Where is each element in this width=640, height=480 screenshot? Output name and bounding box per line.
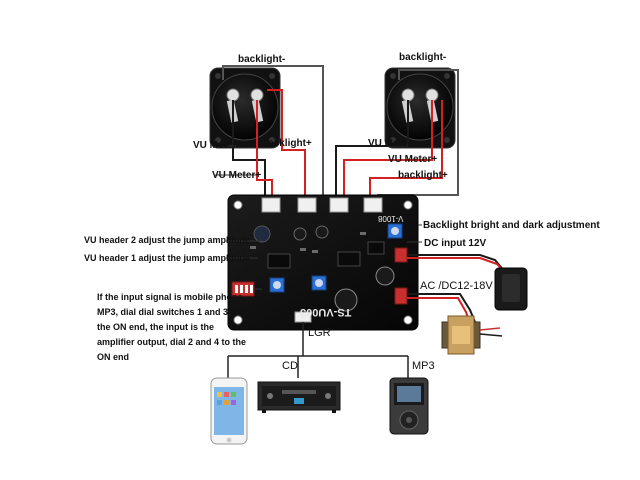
- pcb-model-label: TS-VU003: [300, 306, 352, 318]
- label-backlight-adjust: Backlight bright and dark adjustment: [423, 220, 600, 231]
- source-wiring: [227, 322, 409, 378]
- label-backlight-minus-right: backlight-: [399, 52, 447, 63]
- leader-lines: [215, 145, 422, 290]
- vu-meter-right: [384, 67, 456, 149]
- label-vu-meter-minus-left: VU Meter-: [193, 140, 240, 151]
- label-vu-header-1: VU header 1 adjust the jump amplitude: [84, 253, 251, 263]
- mp3-player: [389, 377, 429, 435]
- label-dc-input: DC input 12V: [424, 238, 487, 249]
- label-vu-meter-minus-right: VU Meter-: [368, 138, 415, 149]
- label-ac-input: AC /DC12-18V: [420, 280, 493, 292]
- wires: [222, 65, 459, 200]
- transformer: [441, 315, 503, 355]
- pcb-board: [227, 194, 419, 331]
- dc-adapter: [494, 267, 528, 311]
- label-backlight-minus-left: backlight-: [238, 54, 286, 65]
- label-vu-meter-plus-left: VU Meter+: [212, 170, 262, 181]
- label-input-note: If the input signal is mobile phone, MP3…: [97, 292, 247, 362]
- label-lgr: LGR: [308, 327, 331, 339]
- label-cd: CD: [282, 360, 298, 372]
- pcb-code-label: V-1008: [378, 214, 404, 223]
- smartphone: [210, 377, 248, 445]
- label-backlight-plus-right: backlight+: [398, 170, 448, 181]
- label-backlight-plus-left: backlight+: [262, 138, 312, 149]
- label-vu-meter-plus-right: VU Meter+: [388, 154, 438, 165]
- cd-player: [257, 381, 341, 413]
- label-mp3: MP3: [412, 360, 435, 372]
- label-vu-header-2: VU header 2 adjust the jump amplitude: [84, 235, 251, 245]
- vu-meter-left: [209, 67, 281, 149]
